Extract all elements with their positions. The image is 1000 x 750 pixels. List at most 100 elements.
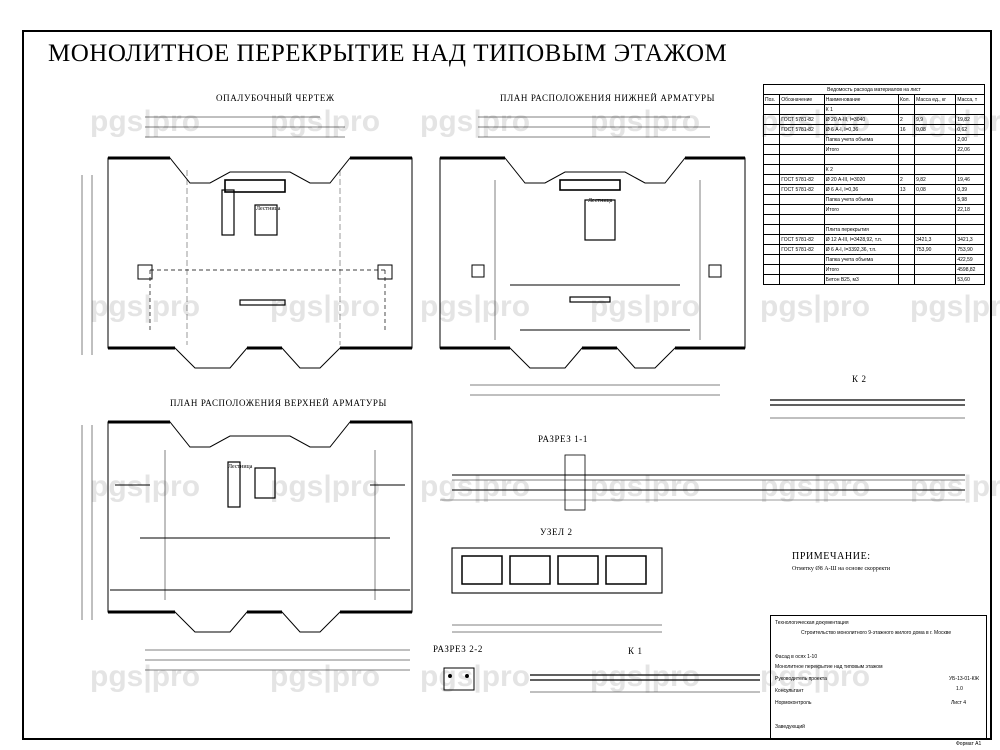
table-cell [779,254,825,265]
table-cell [779,224,825,235]
table-cell [762,244,781,255]
table-cell [823,214,899,225]
table-cell [897,194,916,205]
title-block: Технологическая документация Строительст… [770,615,987,739]
table-cell: 753,90 [955,244,985,255]
table-cell: ГОСТ 5781-82 [779,114,825,125]
table-cell [955,214,985,225]
stamp-row-8: Заведующий [775,724,805,730]
table-cell [897,254,916,265]
table-cell [779,154,825,165]
table-cell: 3421,3 [914,234,957,245]
table-cell: ГОСТ 5781-82 [779,174,825,185]
table-cell [914,154,957,165]
table-cell [762,124,781,135]
table-cell [897,224,916,235]
table-cell [762,114,781,125]
table-cell: ГОСТ 5781-82 [779,244,825,255]
table-cell: 4598,82 [955,264,985,275]
table-cell [897,144,916,155]
table-row [762,214,985,225]
table-cell: 22,18 [955,204,985,215]
table-cell [762,224,781,235]
k1-bar [530,674,760,693]
table-cell: 19,82 [955,114,985,125]
stamp-row-2: Строительство монолитного 9-этажного жил… [801,630,952,636]
table-cell: 19,46 [955,174,985,185]
k2-label: К 2 [852,374,867,384]
lower-rebar-plan [439,116,746,396]
section-1-label: РАЗРЕЗ 1-1 [538,434,589,444]
table-cell: 422,59 [955,254,985,265]
stamp-row-6: Консультант [775,688,804,694]
section-2-label: РАЗРЕЗ 2-2 [433,644,484,654]
table-cell [955,154,985,165]
table-cell: 5,98 [955,194,985,205]
table-cell: Папка учета объема [823,134,899,145]
table-cell: Масса ед., кг [914,94,957,105]
table-cell [955,224,985,235]
node-2-label: УЗЕЛ 2 [540,527,573,537]
k2-bar [770,399,965,419]
table-row: Итого 4598,82 [762,264,985,275]
table-cell [779,164,825,175]
table-cell: 0,08 [914,184,957,195]
table-cell [914,144,957,155]
table-cell [779,104,825,115]
table-cell [897,274,916,285]
table-title: Ведомость расхода материалов на лист [763,84,985,95]
table-cell [914,264,957,275]
table-cell: 9,9 [914,114,957,125]
table-cell [897,244,916,255]
upper-rebar-view-label: ПЛАН РАСПОЛОЖЕНИЯ ВЕРХНЕЙ АРМАТУРЫ [170,398,387,408]
table-cell [779,194,825,205]
section-1-1 [440,454,965,511]
table-row: К 1 [762,104,985,115]
stamp-row-3: Фасад в осях 1-10 [775,654,818,660]
table-cell: 16 [897,124,916,135]
table-cell: 13 [897,184,916,195]
table-cell: Кол. [897,94,916,105]
table-cell: 0,39 [955,184,985,195]
table-cell [897,164,916,175]
formwork-stair-label: Лестница [256,206,281,212]
stamp-row-7: Нормоконтроль [775,700,812,706]
table-cell: Итого [823,264,899,275]
upper-rebar-plan [81,420,413,671]
table-cell [762,154,781,165]
section-2-2 [443,667,475,691]
table-cell [779,274,825,285]
upper-stair-label: Лестница [228,464,253,470]
stamp-sheet: 1.0 [956,686,963,692]
table-cell: Ø 20 А-III, l=3020 [823,174,899,185]
table-cell: Ø 6 А-I, l=3392,36, т.п. [823,244,899,255]
table-row: Плита перекрытия [762,224,985,235]
table-cell: 753,90 [914,244,957,255]
table-cell [762,274,781,285]
table-cell [762,214,781,225]
table-cell: 3421,3 [955,234,985,245]
table-row [762,154,985,165]
table-cell: Обозначение [779,94,825,105]
table-row: К 2 [762,164,985,175]
table-cell [897,234,916,245]
table-cell [779,264,825,275]
table-cell [779,134,825,145]
stamp-row-1: Технологическая документация [775,620,849,626]
table-cell: 0,08 [914,124,957,135]
table-cell [914,104,957,115]
table-cell: Ø 12 А-III, l=3428,92, т.п. [823,234,899,245]
table-cell [762,134,781,145]
table-cell: Поз. [762,94,781,105]
table-cell: Наименование [823,94,899,105]
